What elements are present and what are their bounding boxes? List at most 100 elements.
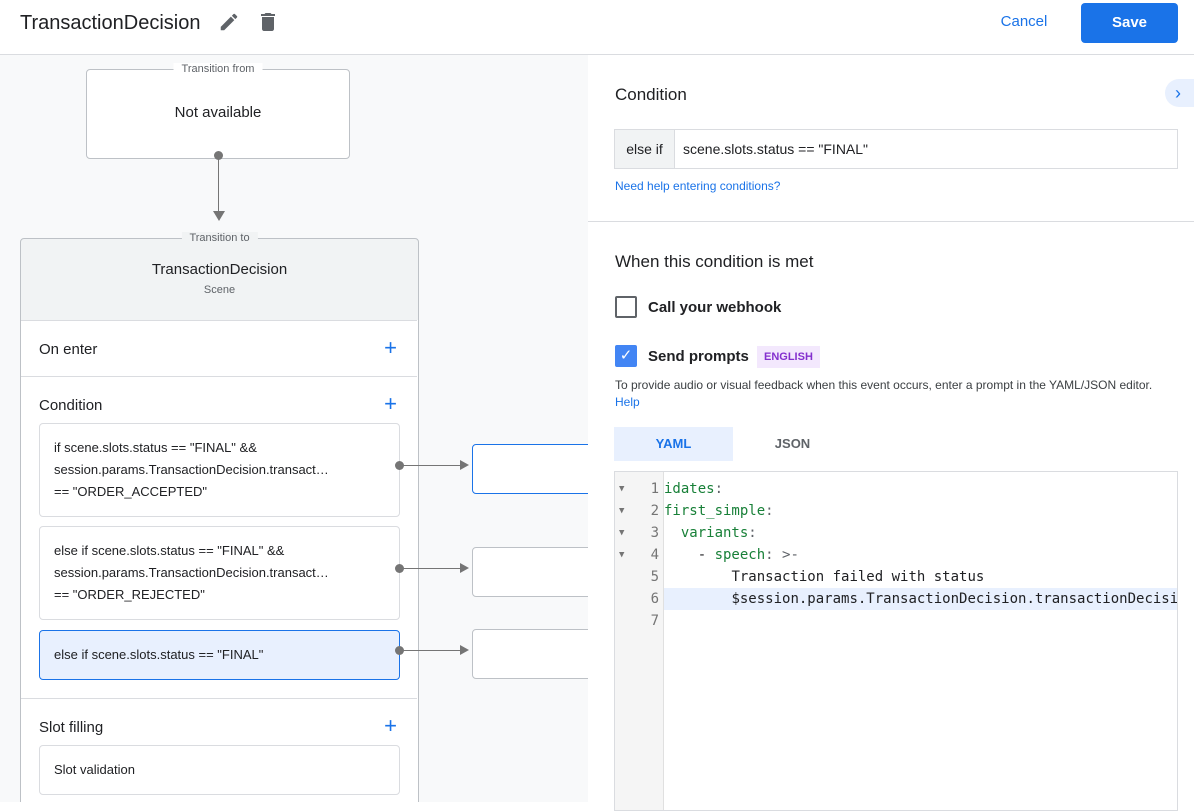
condition-met-title: When this condition is met (615, 252, 814, 271)
scene-name: TransactionDecision (151, 261, 288, 278)
pencil-icon[interactable] (218, 11, 240, 38)
line-number: 1 (650, 481, 659, 497)
yaml-text: Transaction failed with status (731, 569, 985, 585)
arrow-head (213, 211, 225, 221)
webhook-checkbox[interactable] (615, 296, 637, 318)
arrow-head (460, 645, 469, 655)
line-number: 7 (650, 613, 659, 629)
connector-line (400, 650, 462, 651)
connector-line (218, 159, 219, 211)
yaml-key: speech (714, 547, 766, 563)
code-line: 7 (615, 610, 1177, 632)
add-on-enter-plus-icon[interactable]: + (384, 335, 397, 360)
yaml-punct: : >- (765, 547, 799, 563)
slot-filling-section: Slot filling + Slot validation (21, 698, 417, 802)
code-indent (664, 591, 731, 607)
yaml-punct: : (765, 503, 774, 519)
arrow-head (460, 563, 469, 573)
header-bar: TransactionDecision Cancel Save (0, 0, 1194, 55)
tab-json[interactable]: JSON (774, 436, 811, 451)
on-enter-section: On enter + (21, 320, 417, 376)
transition-from-node[interactable]: Transition from Not available (86, 63, 350, 159)
chevron-right-icon[interactable]: › (1165, 79, 1194, 107)
save-button[interactable]: Save (1081, 3, 1178, 43)
condition-section: Condition + if scene.slots.status == "FI… (21, 376, 417, 698)
cancel-button[interactable]: Cancel (1000, 13, 1048, 30)
active-line-highlight (664, 588, 1177, 610)
condition-label: Condition (39, 397, 103, 414)
prompt-description: To provide audio or visual feedback when… (615, 377, 1175, 411)
send-prompts-checkbox[interactable]: ✓ (615, 345, 637, 367)
condition-line: else if scene.slots.status == "FINAL" && (54, 543, 285, 558)
add-condition-plus-icon[interactable]: + (384, 391, 397, 416)
condition-card[interactable]: else if scene.slots.status == "FINAL" &&… (39, 526, 400, 620)
slot-validation-card[interactable]: Slot validation (39, 745, 400, 795)
condition-card-selected[interactable]: else if scene.slots.status == "FINAL" (39, 630, 400, 680)
scene-body: On enter + Condition + if scene.slots.st… (21, 320, 418, 802)
transition-target-node[interactable] (472, 444, 588, 494)
yaml-key: variants (680, 525, 749, 541)
code-line: ▼ 3 variants: (615, 522, 1177, 544)
code-line: 6 $session.params.TransactionDecision.tr… (615, 588, 1178, 610)
trash-icon[interactable] (256, 10, 280, 39)
slot-filling-label: Slot filling (39, 719, 104, 736)
condition-line: if scene.slots.status == "FINAL" && (54, 440, 257, 455)
scene-type: Scene (203, 284, 236, 296)
condition-line: session.params.TransactionDecision.trans… (54, 565, 329, 580)
description-text: To provide audio or visual feedback when… (615, 378, 1153, 392)
condition-line: == "ORDER_ACCEPTED" (54, 484, 207, 499)
webhook-label: Call your webhook (648, 299, 782, 316)
divider (588, 221, 1194, 222)
arrow-head (460, 460, 469, 470)
condition-input[interactable]: scene.slots.status == "FINAL" (683, 141, 869, 157)
transition-target-node[interactable] (472, 547, 588, 597)
condition-panel: › Condition else if scene.slots.status =… (588, 55, 1194, 811)
fold-arrow-icon[interactable]: ▼ (619, 484, 625, 494)
panel-title: Condition (615, 85, 687, 104)
help-conditions-link[interactable]: Need help entering conditions? (615, 179, 781, 193)
help-link[interactable]: Help (615, 395, 640, 409)
flow-canvas: Transition from Not available Transition… (0, 55, 588, 802)
condition-line: else if scene.slots.status == "FINAL" (54, 647, 264, 662)
condition-line: == "ORDER_REJECTED" (54, 587, 205, 602)
condition-prefix: else if (615, 130, 675, 168)
editor-gutter (615, 472, 664, 810)
scene-node: Transition to TransactionDecision Scene … (20, 232, 419, 802)
fold-arrow-icon[interactable]: ▼ (619, 550, 625, 560)
condition-input-row: else if scene.slots.status == "FINAL" (614, 129, 1178, 169)
yaml-key: first_simple (664, 503, 766, 519)
code-indent (664, 525, 681, 541)
connector-dot (395, 564, 404, 573)
tab-yaml[interactable]: YAML (614, 427, 733, 461)
condition-line: session.params.TransactionDecision.trans… (54, 462, 329, 477)
transition-from-legend: Transition from (173, 63, 263, 75)
code-line: ▼4 - speech: >- (615, 544, 1177, 566)
scene-title: TransactionDecision (20, 12, 201, 34)
slot-validation-label: Slot validation (54, 762, 135, 777)
transition-target-node[interactable] (472, 629, 588, 679)
line-number: 2 (650, 503, 659, 519)
fold-arrow-icon[interactable]: ▼ (619, 506, 625, 516)
add-slot-plus-icon[interactable]: + (384, 713, 397, 738)
code-indent: - (664, 547, 715, 563)
transition-from-value: Not available (174, 104, 262, 121)
fold-arrow-icon[interactable]: ▼ (619, 528, 625, 538)
code-line: ▼ 2 first_simple: (615, 500, 1177, 522)
code-line: 5 Transaction failed with status (615, 566, 1177, 588)
transition-to-legend: Transition to (181, 232, 258, 244)
on-enter-label: On enter (39, 341, 98, 358)
code-indent (664, 569, 731, 585)
condition-card[interactable]: if scene.slots.status == "FINAL" && sess… (39, 423, 400, 517)
language-badge: ENGLISH (757, 346, 820, 368)
send-prompts-label: Send prompts (648, 348, 749, 365)
connector-dot (395, 646, 404, 655)
yaml-punct: : (748, 525, 757, 541)
line-number: 3 (650, 525, 659, 541)
connector-line (400, 568, 462, 569)
yaml-text: $session.params.TransactionDecision.tran… (731, 591, 1178, 607)
connector-line (400, 465, 462, 466)
yaml-key: idates (664, 481, 715, 497)
